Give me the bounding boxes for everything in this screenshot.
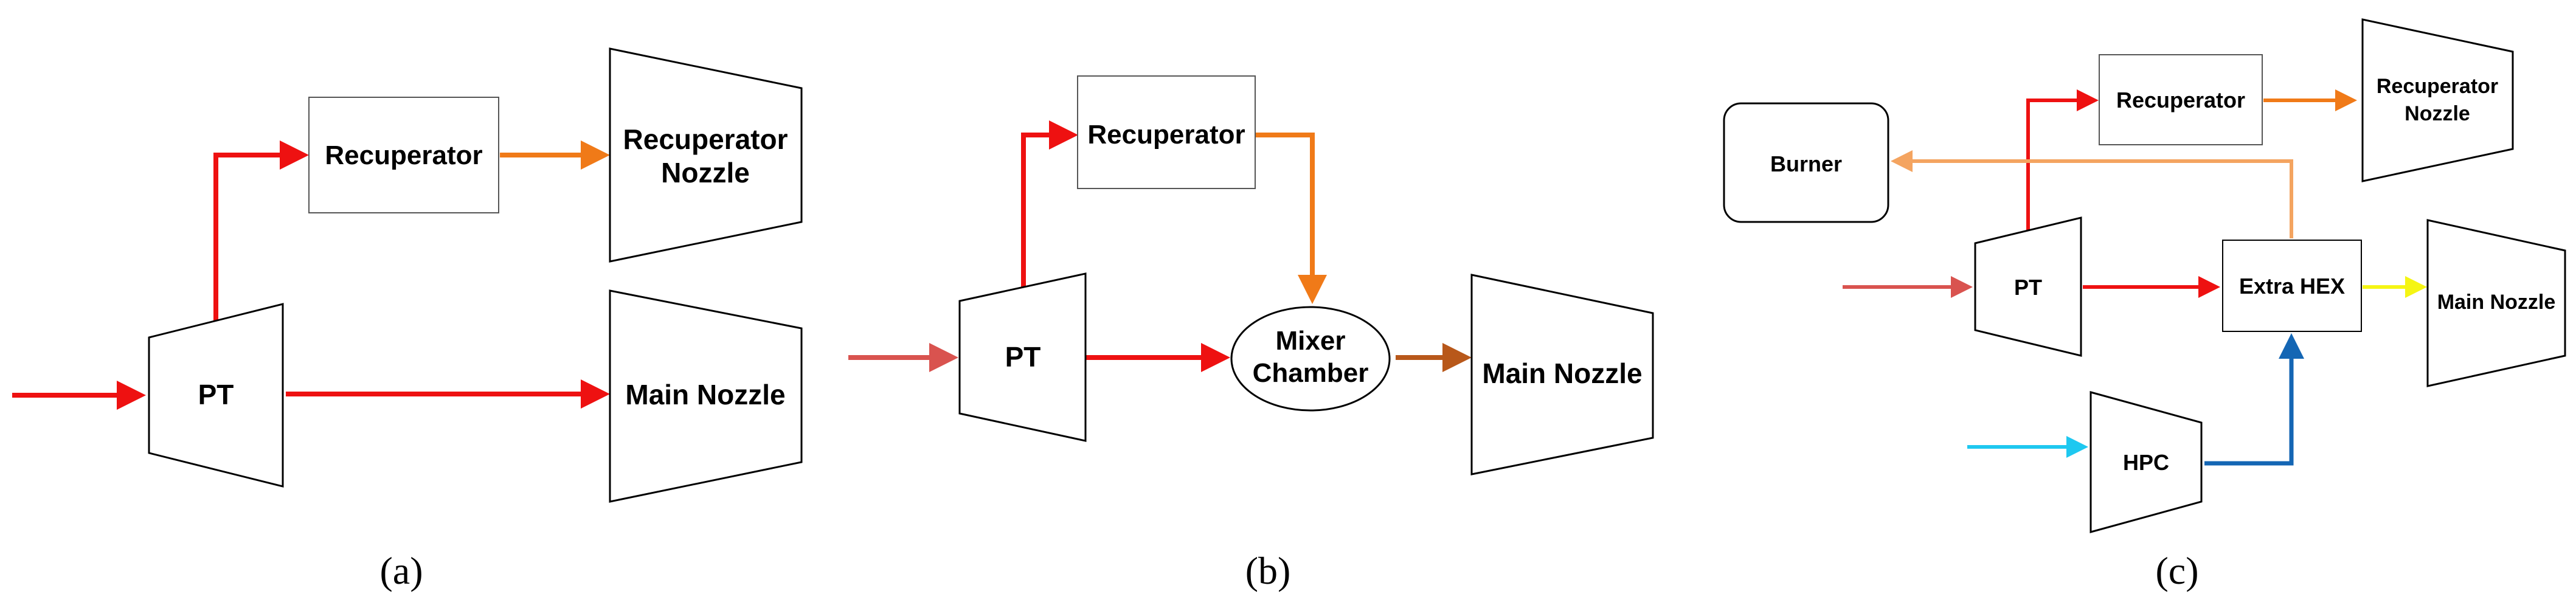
pt-to-recuperator-arrow-c xyxy=(2026,89,2099,234)
burner-label-c: Burner xyxy=(1770,151,1842,176)
hpc-label-c: HPC xyxy=(2123,450,2169,475)
recuperator-label-a: Recuperator xyxy=(325,140,482,170)
recuperator-to-mixer-arrow-b xyxy=(1256,133,1327,304)
main-nozzle-label-c: Main Nozzle xyxy=(2437,291,2556,314)
main-nozzle-c xyxy=(2426,219,2566,387)
pt-turbine-a xyxy=(148,303,284,488)
hpc-compressor-c xyxy=(2090,391,2203,533)
recuperator-nozzle-label-line2-c: Nozzle xyxy=(2405,102,2470,125)
main-nozzle-a xyxy=(609,289,803,503)
recuperator-label-b: Recuperator xyxy=(1087,120,1245,150)
recuperator-nozzle-label-line1-a: Recuperator xyxy=(623,123,788,155)
extra-hex-label-c: Extra HEX xyxy=(2239,274,2345,299)
main-nozzle-label-a: Main Nozzle xyxy=(625,379,785,410)
recuperator-box-a xyxy=(308,97,499,213)
recuperator-box-c xyxy=(2099,54,2263,145)
recuperator-box-b xyxy=(1077,75,1256,189)
caption-b: (b) xyxy=(1245,549,1291,592)
caption-c: (c) xyxy=(2155,549,2198,592)
caption-a: (a) xyxy=(379,549,423,592)
pt-label-a: PT xyxy=(198,379,234,410)
recuperator-nozzle-label-line2-a: Nozzle xyxy=(661,157,750,188)
diagram-a: PT Recuperator Recuperator Nozzle Main N… xyxy=(12,47,803,592)
burner-box-c xyxy=(1723,102,1889,223)
pt-turbine-b xyxy=(958,272,1087,442)
pt-turbine-c xyxy=(1974,216,2082,357)
main-nozzle-label-b: Main Nozzle xyxy=(1482,358,1642,389)
recuperator-nozzle-c xyxy=(2361,18,2514,182)
recuperator-nozzle-label-line1-c: Recuperator xyxy=(2377,75,2498,98)
pt-to-recuperator-arrow-b xyxy=(1021,120,1078,291)
recuperator-label-c: Recuperator xyxy=(2116,88,2245,112)
pt-label-b: PT xyxy=(1005,341,1041,373)
recuperator-nozzle-a xyxy=(609,47,803,263)
hpc-to-extra-hex-arrow-c xyxy=(2204,333,2304,466)
pt-to-recuperator-arrow-a xyxy=(213,140,309,322)
mixer-chamber-b xyxy=(1230,306,1391,412)
mixer-label-line2-b: Chamber xyxy=(1253,358,1369,388)
diagram-c: Burner Recuperator Recuperator Nozzle PT… xyxy=(1723,18,2566,592)
mixer-label-line1-b: Mixer xyxy=(1276,326,1346,356)
main-nozzle-b xyxy=(1470,274,1654,475)
diagram-b: PT Recuperator Mixer Chamber Main Nozzle… xyxy=(848,75,1654,592)
pt-label-c: PT xyxy=(2014,275,2042,300)
extra-hex-to-burner-arrow-c xyxy=(1891,150,2293,238)
extra-hex-box-c xyxy=(2222,240,2362,332)
